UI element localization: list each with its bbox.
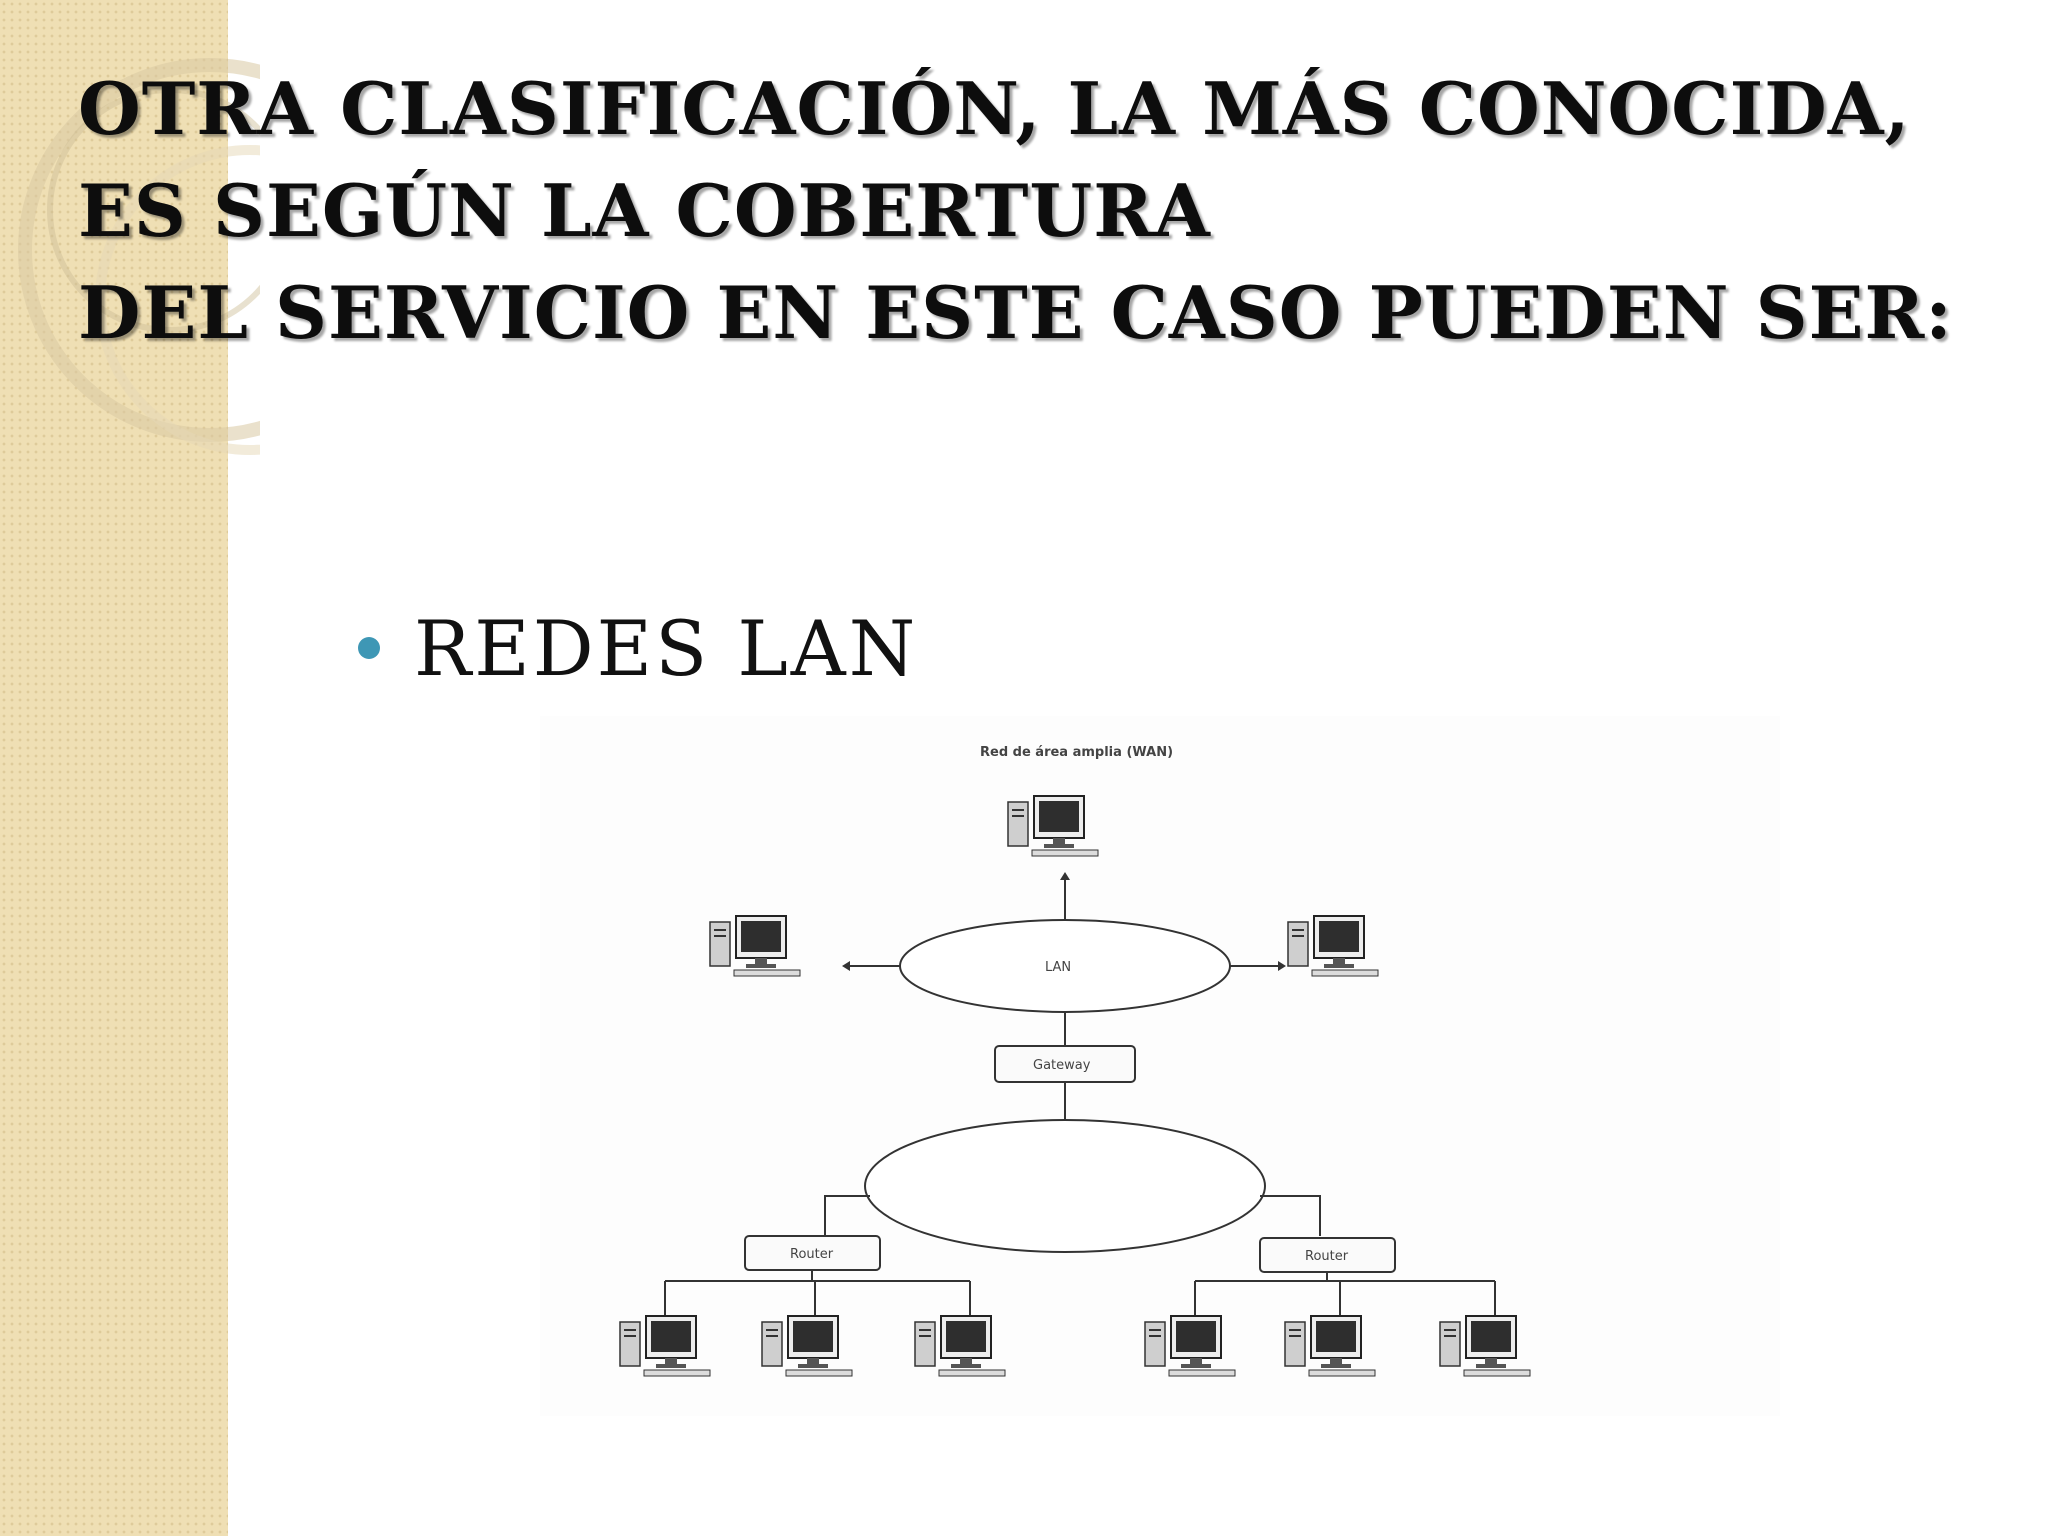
computer-icon-6 xyxy=(1439,1315,1531,1377)
slide-title: Otra clasificación, la más conocida, es … xyxy=(78,58,1978,364)
computer-icon-3 xyxy=(914,1315,1006,1377)
computer-icon-2 xyxy=(761,1315,853,1377)
computer-icon-4 xyxy=(1144,1315,1236,1377)
network-diagram-svg: Red de área amplia (WAN) LAN Gateway xyxy=(619,745,1531,1377)
wan-label: Red de área amplia (WAN) xyxy=(980,745,1173,760)
computer-icon-5 xyxy=(1284,1315,1376,1377)
gateway-label: Gateway xyxy=(1033,1058,1091,1073)
title-line-3: del servicio en este caso pueden ser: xyxy=(78,270,1953,355)
lan-network-diagram: Red de área amplia (WAN) LAN Gateway xyxy=(540,716,1780,1416)
bullet-text: Redes LAN xyxy=(414,603,919,693)
left-computer-icon xyxy=(709,915,801,977)
router-label-left: Router xyxy=(790,1247,834,1262)
bullet-item: Redes LAN xyxy=(358,598,918,698)
decorative-side-strip xyxy=(0,0,228,1536)
right-computer-icon xyxy=(1287,915,1379,977)
decorative-rings xyxy=(18,58,260,455)
title-line-1: Otra clasificación, la más conocida, xyxy=(78,66,1911,151)
title-line-2: es según la cobertura xyxy=(78,168,1211,253)
computer-icon-1 xyxy=(619,1315,711,1377)
wan-ellipse xyxy=(864,1119,1266,1253)
top-computer-icon xyxy=(1007,795,1099,857)
bullet-dot-icon xyxy=(358,637,380,659)
router-label-right: Router xyxy=(1305,1249,1349,1264)
lan-label: LAN xyxy=(1045,960,1071,975)
